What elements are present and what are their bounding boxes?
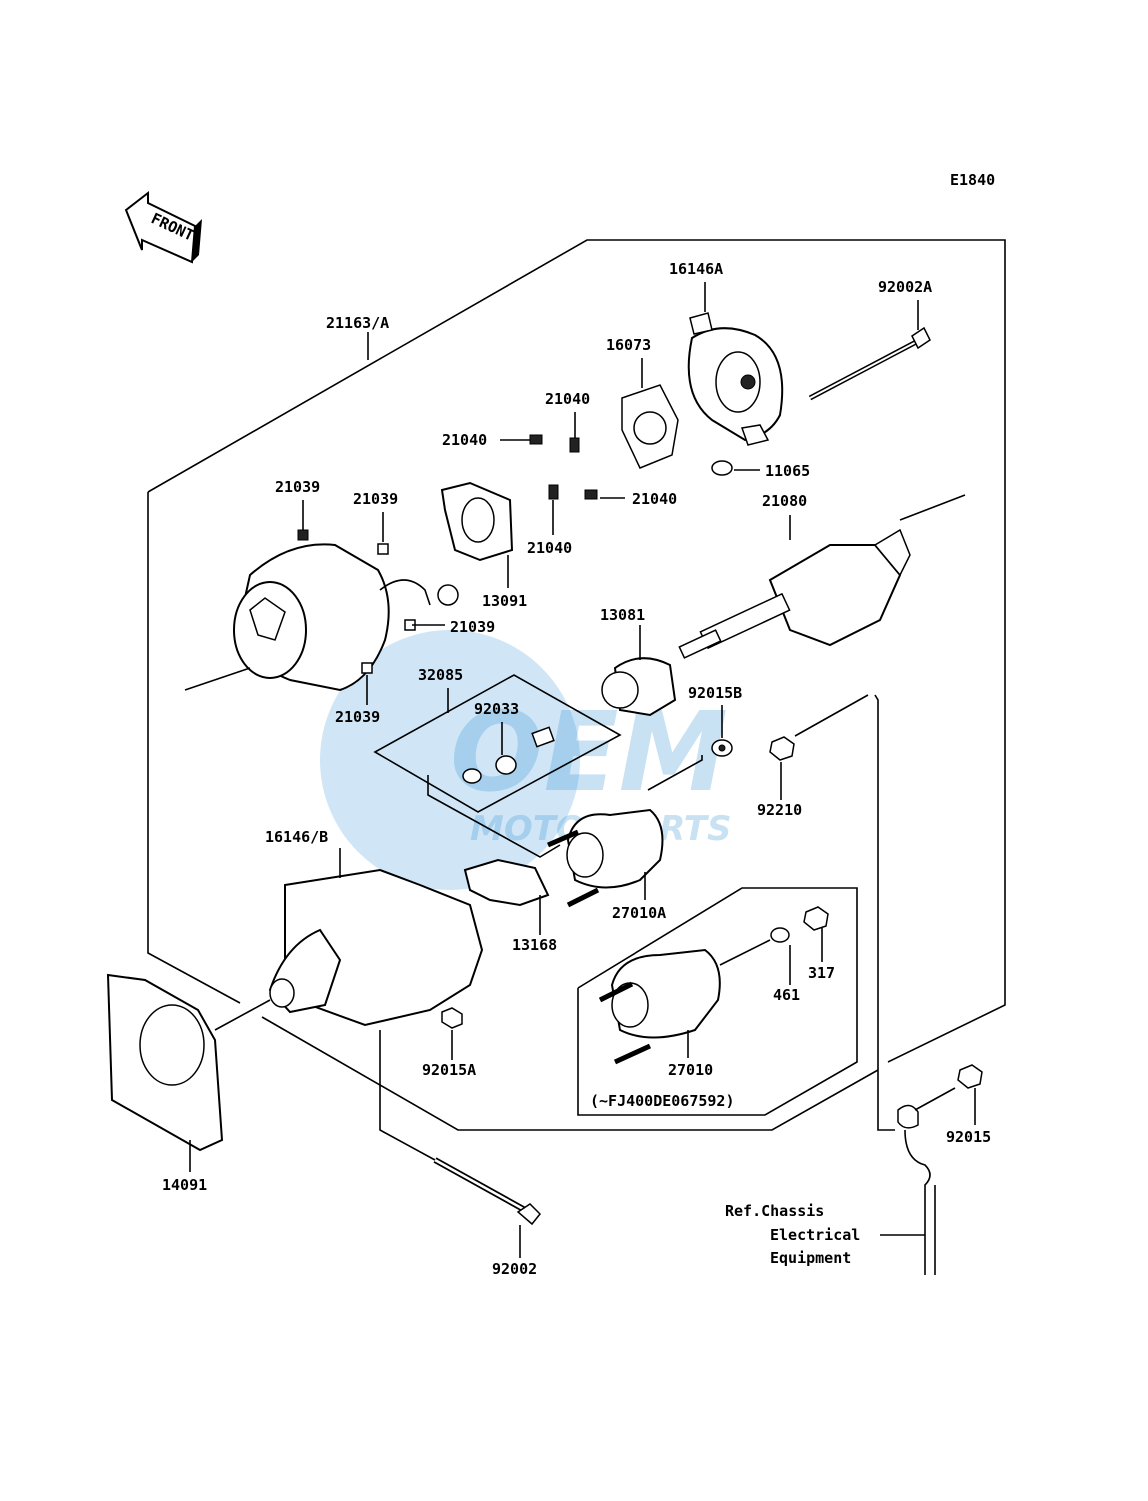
part-label-21039: 21039 [450, 618, 495, 636]
brush-holder-13091 [440, 481, 514, 562]
solenoid-27010 [598, 939, 771, 1065]
part-label-16073: 16073 [606, 336, 651, 354]
diagram-code: E1840 [950, 171, 995, 189]
part-label-21040: 21040 [527, 539, 572, 557]
yoke-assembly [184, 529, 459, 692]
reference-line-1: Ref.Chassis [725, 1202, 824, 1220]
part-label-13081: 13081 [600, 606, 645, 624]
part-label-92015a: 92015A [422, 1061, 476, 1079]
leader-lines [189, 282, 976, 1258]
part-label-317: 317 [808, 964, 835, 982]
part-label-21040: 21040 [442, 431, 487, 449]
drive-13081 [601, 657, 677, 717]
watermark-globe-icon [320, 630, 580, 890]
leader [647, 755, 703, 791]
leader [794, 694, 869, 737]
housing-16146b [214, 868, 484, 1031]
springs [529, 434, 598, 500]
nut-11065 [711, 460, 760, 476]
spring-icon [584, 489, 598, 500]
nut-92210 [769, 736, 795, 761]
spring-icon [569, 437, 580, 453]
part-label-21039: 21039 [335, 708, 380, 726]
part-label-27010: 27010 [668, 1061, 713, 1079]
part-label-92033: 92033 [474, 700, 519, 718]
variant-box [577, 887, 858, 1116]
reference-line-3: Equipment [770, 1249, 851, 1267]
nut-92015a [441, 1007, 463, 1029]
solenoid-27010a [547, 808, 664, 908]
lever-13168 [463, 858, 550, 907]
plate-16073 [621, 384, 679, 469]
bolt-92002a [808, 326, 931, 401]
reference-line-2: Electrical [770, 1226, 860, 1244]
part-label-21080: 21080 [762, 492, 807, 510]
front-arrow-icon: FRONT [124, 190, 202, 264]
part-labels: 16146A 92002A 16073 21163/A 21040 21040 … [162, 260, 991, 1278]
part-label-21163a: 21163/A [326, 314, 389, 332]
kit-box-lower [427, 775, 561, 858]
nut-92015 [957, 1064, 983, 1089]
spring-icon [548, 484, 559, 500]
kit-box-upper [373, 674, 622, 813]
part-label-13168: 13168 [512, 936, 557, 954]
kit-washer [462, 768, 482, 784]
part-label-21039: 21039 [353, 490, 398, 508]
assembly-outline [147, 239, 1006, 1131]
part-label-92015: 92015 [946, 1128, 991, 1146]
serial-note: (~FJ400DE067592) [590, 1092, 735, 1110]
armature-21080 [678, 494, 966, 659]
part-label-92015b: 92015B [688, 684, 742, 702]
ground-cable [874, 694, 983, 1275]
part-label-21040: 21040 [632, 490, 677, 508]
part-label-32085: 32085 [418, 666, 463, 684]
part-label-92002a: 92002A [878, 278, 932, 296]
part-label-14091: 14091 [162, 1176, 207, 1194]
part-label-16146b: 16146/B [265, 828, 328, 846]
part-label-27010a: 27010A [612, 904, 666, 922]
cover-14091 [106, 973, 224, 1152]
part-label-21040: 21040 [545, 390, 590, 408]
spring-icon [529, 434, 543, 445]
part-label-11065: 11065 [765, 462, 810, 480]
part-label-461: 461 [773, 986, 800, 1004]
rear-end-cover [687, 312, 784, 446]
bolt-92002 [379, 1030, 542, 1226]
part-label-13091: 13091 [482, 592, 527, 610]
washer-461 [770, 927, 790, 943]
part-label-92210: 92210 [757, 801, 802, 819]
nut-92015b [711, 739, 733, 757]
part-label-21039: 21039 [275, 478, 320, 496]
kit-part [531, 726, 555, 748]
ring-92033 [495, 755, 517, 775]
part-label-16146a: 16146A [669, 260, 723, 278]
nut-317 [803, 906, 829, 931]
part-label-92002: 92002 [492, 1260, 537, 1278]
